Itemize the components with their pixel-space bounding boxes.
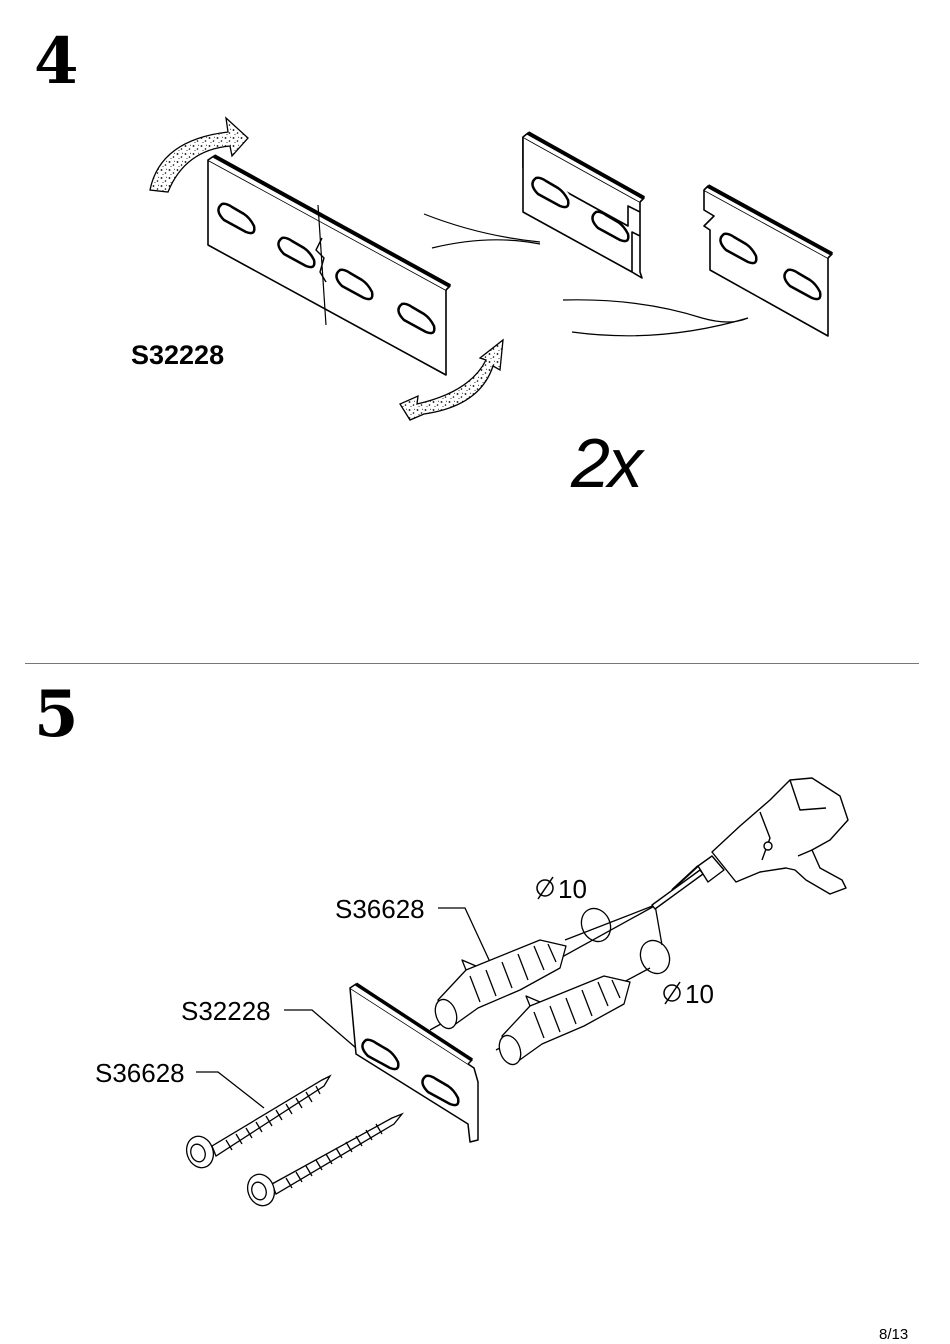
screw-bottom [243,1114,402,1209]
label-drill-diameter-top: 10 [558,876,587,902]
drill-hole-ellipse-top [576,904,616,947]
page-number: 8/13 [879,1326,908,1343]
label-drill-diameter-bottom: 10 [685,981,714,1007]
label-bracket: S32228 [181,998,271,1024]
drill-hole-ellipse-bottom [635,936,675,979]
drill [652,778,848,909]
label-screw: S36628 [95,1060,185,1086]
label-dowel: S36628 [335,896,425,922]
screw-top [182,1076,330,1171]
